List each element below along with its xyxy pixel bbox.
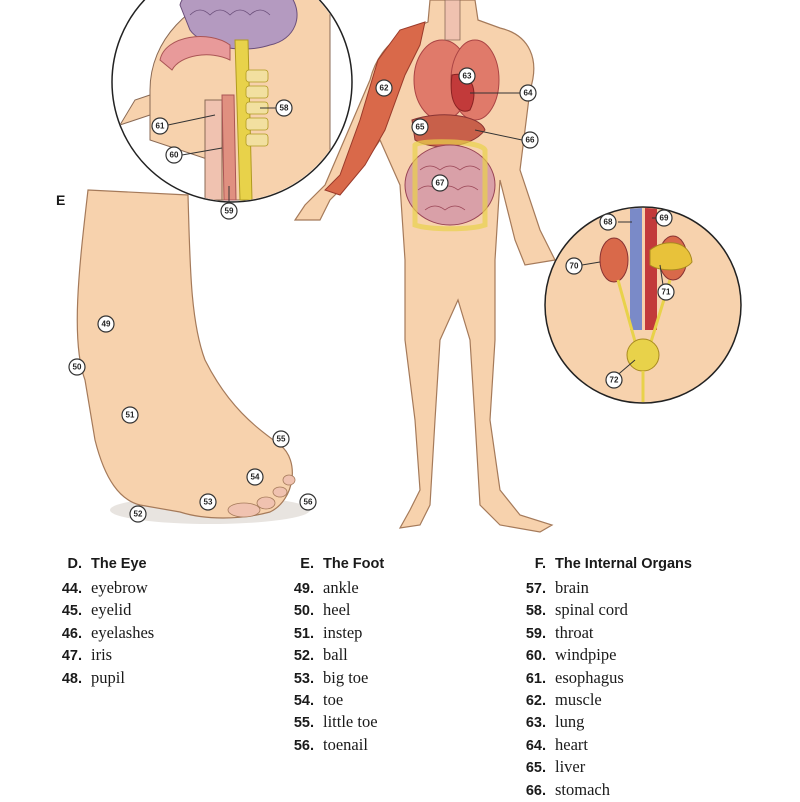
callout-53: 53 [199, 493, 217, 511]
vocab-item: 55.little toe [293, 712, 378, 732]
section-heading: E.The Foot [300, 556, 385, 572]
svg-text:51: 51 [126, 411, 135, 420]
svg-text:71: 71 [662, 288, 671, 297]
svg-text:67: 67 [436, 179, 445, 188]
callout-58: 58 [275, 99, 293, 117]
vocab-item: 50.heel [293, 600, 351, 620]
section-internal-organs: F.The Internal Organs 57.brain 58.spinal… [508, 556, 738, 802]
anatomy-illustration: 49 50 51 52 53 54 55 56 58 59 60 61 62 6… [68, 0, 742, 533]
callout-61: 61 [151, 117, 169, 135]
section-eye: D.The Eye 44.eyebrow 45.eyelid 46.eyelas… [44, 556, 274, 690]
svg-text:62: 62 [380, 84, 389, 93]
head-cross-section-inset [111, 0, 353, 203]
callout-65: 65 [411, 118, 429, 136]
svg-text:70: 70 [570, 262, 579, 271]
callout-67: 67 [431, 174, 449, 192]
svg-text:52: 52 [134, 510, 143, 519]
callout-69: 69 [655, 209, 673, 227]
vocab-item: 64.heart [525, 734, 588, 754]
vocab-item: 51.instep [293, 622, 363, 642]
vocab-item: 62.muscle [525, 689, 602, 709]
vocab-item: 47.iris [61, 645, 113, 665]
callout-50: 50 [68, 358, 86, 376]
callout-51: 51 [121, 406, 139, 424]
callout-71: 71 [657, 283, 675, 301]
svg-text:54: 54 [251, 473, 260, 482]
svg-text:63: 63 [463, 72, 472, 81]
callout-62: 62 [375, 79, 393, 97]
vocab-item: 56.toenail [293, 734, 368, 754]
urinary-system-inset [544, 206, 742, 404]
vocab-item: 60.windpipe [525, 645, 617, 665]
vocab-item: 59.throat [525, 622, 594, 642]
vocab-item: 49.ankle [293, 578, 359, 597]
vocab-item: 44.eyebrow [61, 578, 148, 597]
svg-text:50: 50 [73, 363, 82, 372]
svg-text:64: 64 [524, 89, 533, 98]
vocab-item: 66.stomach [525, 779, 610, 799]
callout-56: 56 [299, 493, 317, 511]
svg-text:68: 68 [604, 218, 613, 227]
vocab-item: 53.big toe [293, 667, 369, 687]
svg-text:49: 49 [102, 320, 111, 329]
svg-text:72: 72 [610, 376, 619, 385]
callout-68: 68 [599, 213, 617, 231]
vocab-item: 52.ball [293, 645, 348, 665]
callout-66: 66 [521, 131, 539, 149]
vocab-item: 65.liver [525, 757, 586, 777]
vocab-item: 61.esophagus [525, 667, 624, 687]
callout-72: 72 [605, 371, 623, 389]
svg-text:58: 58 [280, 104, 289, 113]
svg-text:56: 56 [304, 498, 313, 507]
vocab-item: 63.lung [525, 712, 585, 732]
section-heading: D.The Eye [67, 556, 147, 572]
callout-70: 70 [565, 257, 583, 275]
vocab-item: 46.eyelashes [61, 622, 155, 642]
callout-59: 59 [220, 202, 238, 220]
callout-49: 49 [97, 315, 115, 333]
foot-illustration [76, 189, 310, 524]
vocab-item: 45.eyelid [61, 600, 132, 620]
vocab-item: 58.spinal cord [525, 600, 628, 620]
svg-text:53: 53 [204, 498, 213, 507]
svg-text:61: 61 [156, 122, 165, 131]
callout-63: 63 [458, 67, 476, 85]
callout-52: 52 [129, 505, 147, 523]
svg-text:65: 65 [416, 123, 425, 132]
svg-text:69: 69 [660, 214, 669, 223]
callout-54: 54 [246, 468, 264, 486]
section-e-letter: E [56, 192, 66, 208]
vocab-item: 48.pupil [61, 667, 125, 687]
vocab-item: 57.brain [525, 578, 589, 597]
svg-text:55: 55 [277, 435, 286, 444]
svg-text:59: 59 [225, 207, 234, 216]
section-heading: F.The Internal Organs [534, 556, 692, 572]
section-foot: E.The Foot 49.ankle 50.heel 51.instep 52… [276, 556, 506, 757]
vocab-item: 54.toe [293, 689, 344, 709]
callout-55: 55 [272, 430, 290, 448]
callout-64: 64 [519, 84, 537, 102]
callout-60: 60 [165, 146, 183, 164]
svg-text:60: 60 [170, 151, 179, 160]
svg-text:66: 66 [526, 136, 535, 145]
